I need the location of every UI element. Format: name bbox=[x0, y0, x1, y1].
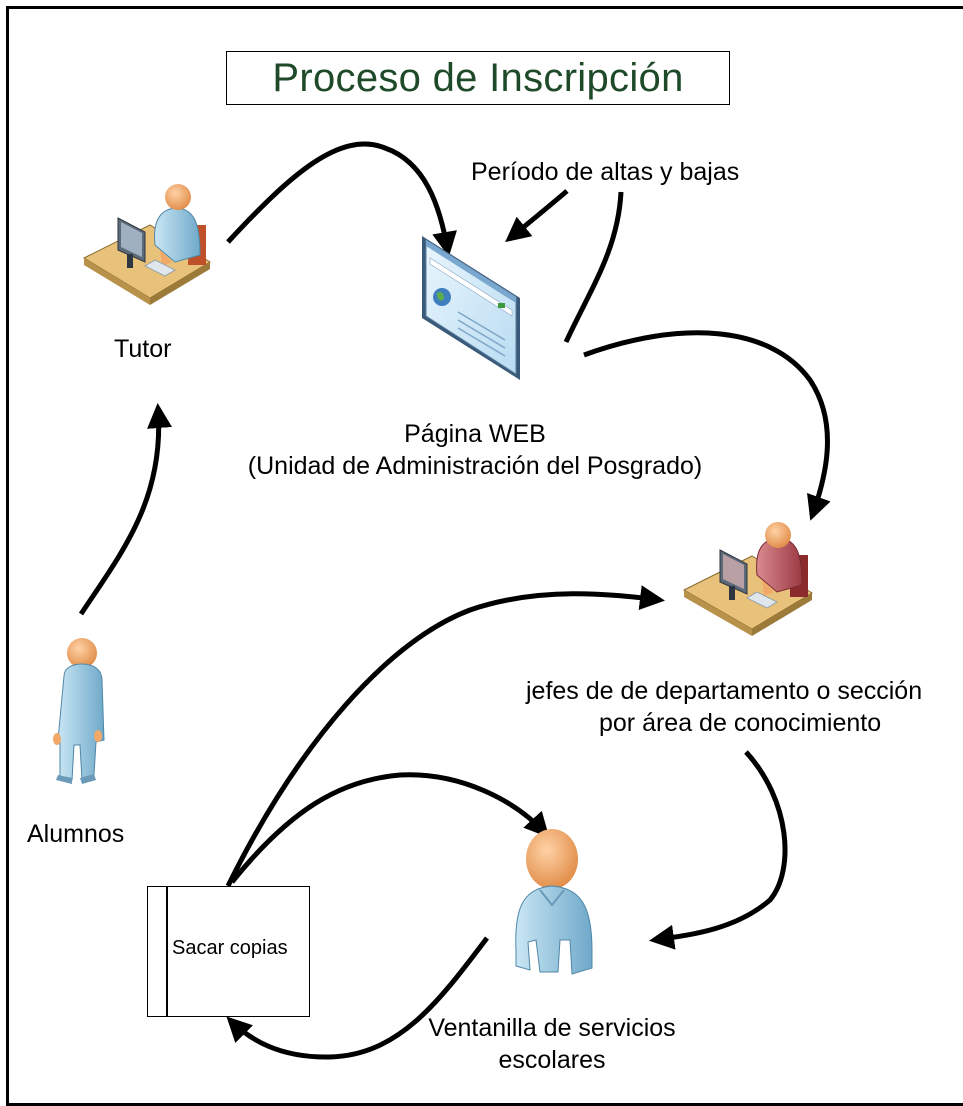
arrow-tutor-to-webpage bbox=[226, 141, 457, 257]
web-page-label-line1: Página WEB bbox=[404, 420, 546, 448]
window-services-icon bbox=[515, 829, 593, 975]
period-label: Período de altas y bajas bbox=[471, 158, 740, 186]
window-services-label-line1: Ventanilla de servicios bbox=[428, 1014, 676, 1042]
arrow-heads-to-window bbox=[649, 750, 788, 950]
arrow-window-to-copies bbox=[226, 936, 489, 1060]
arrow-period-to-webpage bbox=[505, 189, 569, 243]
copies-label: Sacar copias bbox=[172, 937, 288, 959]
students-label: Alumnos bbox=[27, 820, 125, 848]
copies-box: Sacar copias bbox=[147, 886, 310, 1017]
arrow-students-to-tutor bbox=[78, 403, 172, 616]
web-page-icon bbox=[422, 236, 520, 380]
students-icon bbox=[53, 638, 105, 784]
department-heads-label-line2: por área de conocimiento bbox=[599, 709, 882, 737]
line-period-to-webpage bbox=[563, 191, 624, 344]
tutor-label: Tutor bbox=[114, 335, 172, 363]
copies-box-divider bbox=[166, 887, 168, 1016]
arrow-webpage-to-heads bbox=[583, 330, 831, 521]
department-heads-label-line1: jefes de de departamento o sección bbox=[526, 677, 923, 705]
tutor-icon bbox=[82, 184, 211, 305]
window-services-label-line2: escolares bbox=[498, 1046, 606, 1074]
department-heads-icon bbox=[682, 522, 813, 636]
arrow-copies-to-heads bbox=[225, 585, 665, 888]
arrow-copies-to-window bbox=[230, 772, 550, 884]
diagram-title: Proceso de Inscripción bbox=[272, 55, 684, 100]
title-box: Proceso de Inscripción bbox=[226, 51, 730, 105]
web-page-label-line2: (Unidad de Administración del Posgrado) bbox=[247, 452, 703, 480]
